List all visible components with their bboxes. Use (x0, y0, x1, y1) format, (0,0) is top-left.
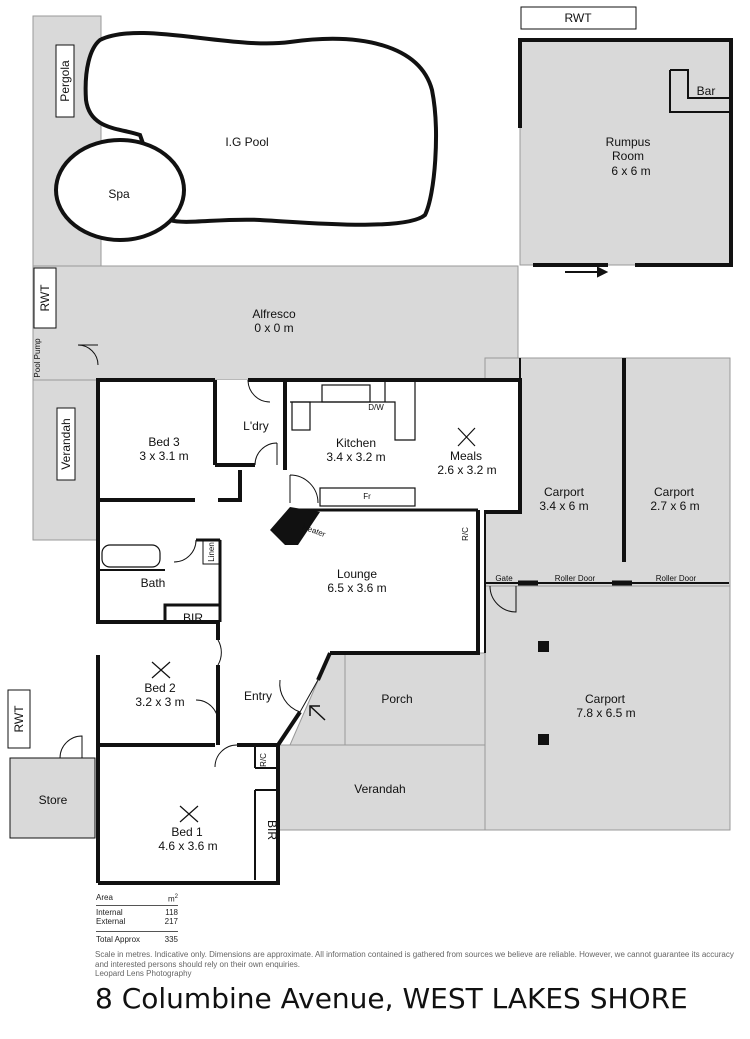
verandah-label-box (56, 407, 76, 481)
carport-walls (484, 358, 729, 653)
property-address: 8 Columbine Avenue, WEST LAKES SHORE (95, 982, 688, 1015)
store-box (9, 757, 96, 839)
area-internal-row: Internal 118 (96, 908, 178, 917)
rumpus-dim-label: 6 x 6 m (611, 164, 650, 178)
porch-area (344, 652, 486, 746)
rwt-store-label: RWT (12, 705, 26, 733)
heater-block (270, 507, 320, 545)
meals-name-label: Meals (450, 449, 482, 463)
bed2-dim-label: 3.2 x 3 m (135, 695, 184, 709)
carport1-name-label: Carport (544, 485, 585, 499)
verandah-front-label: Verandah (354, 782, 405, 796)
external-value: 217 (164, 916, 178, 926)
carport2-name-label: Carport (654, 485, 695, 499)
ceiling-fans (151, 427, 476, 823)
carport-side-area (484, 357, 731, 587)
carport1-dim-label: 3.4 x 6 m (539, 499, 588, 513)
roller-door1-label: Roller Door (555, 574, 596, 583)
spa-label: Spa (108, 187, 130, 201)
area-col-label: Area (96, 893, 113, 902)
porch-label: Porch (381, 692, 412, 706)
fridge-label: Fr (363, 492, 371, 501)
rwt-left-box (33, 267, 57, 329)
house-walls (96, 378, 522, 885)
bir1-label: BIR (183, 611, 203, 625)
bar-label: Bar (697, 84, 716, 98)
linen-label: Linen (207, 542, 216, 562)
linen-box (202, 539, 221, 565)
area-table-header: Area m2 (96, 893, 178, 906)
pergola-label-box (55, 44, 75, 118)
carport3-dim-label: 7.8 x 6.5 m (576, 706, 635, 720)
rwt-store-box (7, 689, 31, 749)
outdoor-areas (9, 15, 731, 839)
rc2-label: R/C (259, 753, 268, 767)
rumpus-name-label: Rumpus (606, 135, 651, 149)
laundry-label: L'dry (243, 419, 269, 433)
pergola-label: Pergola (58, 60, 72, 102)
rwt-left-label: RWT (38, 284, 52, 312)
entry-arrow (309, 705, 326, 721)
rwt-top-label: RWT (564, 11, 592, 25)
bed1-name-label: Bed 1 (171, 825, 203, 839)
rumpus-arrow (565, 266, 609, 278)
alfresco-area (32, 265, 519, 381)
bed3-dim-label: 3 x 3.1 m (139, 449, 188, 463)
store-label: Store (39, 793, 68, 807)
alfresco-dim-label: 0 x 0 m (254, 321, 293, 335)
post-2 (538, 734, 549, 745)
area-col-unit: m2 (168, 893, 178, 904)
rumpus-area (519, 39, 731, 266)
verandah-left-label: Verandah (59, 418, 73, 469)
carport-front-area (484, 585, 731, 831)
roller-door2-label: Roller Door (656, 574, 697, 583)
rwt-top-box (520, 6, 637, 30)
total-value: 335 (164, 934, 178, 944)
kitchen-benches (290, 382, 416, 507)
carport3-name-label: Carport (585, 692, 626, 706)
area-total-row: Total Approx 335 (96, 930, 178, 944)
rc1-label: R/C (461, 527, 470, 541)
internal-value: 118 (165, 907, 178, 917)
kitchen-dim-label: 3.4 x 3.2 m (326, 450, 385, 464)
rumpus-name2-label: Room (612, 149, 644, 163)
bed3-name-label: Bed 3 (148, 435, 180, 449)
area-table: Area m2 Internal 118 External 217 Total … (96, 893, 178, 944)
pool-label: I.G Pool (225, 135, 268, 149)
rumpus-walls (518, 38, 733, 267)
post-1 (538, 641, 549, 652)
alfresco-name-label: Alfresco (252, 307, 296, 321)
disclaimer: Scale in metres. Indicative only. Dimens… (95, 950, 735, 979)
photo-credit: Leopard Lens Photography (95, 969, 192, 978)
kitchen-name-label: Kitchen (336, 436, 376, 450)
area-unit: m (167, 894, 175, 904)
spa-outline (54, 138, 186, 242)
verandah-front-area (277, 744, 486, 831)
disclaimer-text: Scale in metres. Indicative only. Dimens… (95, 950, 734, 969)
carport2-dim-label: 2.7 x 6 m (650, 499, 699, 513)
bed1-dim-label: 4.6 x 3.6 m (158, 839, 217, 853)
internal-label: Internal (96, 907, 123, 917)
entry-label: Entry (244, 689, 272, 703)
area-unit-sup: 2 (174, 894, 178, 900)
meals-dim-label: 2.6 x 3.2 m (437, 463, 496, 477)
lounge-name-label: Lounge (337, 567, 377, 581)
lounge-dim-label: 6.5 x 3.6 m (327, 581, 386, 595)
gate-label: Gate (495, 574, 513, 583)
bir2-label: BIR (265, 820, 279, 840)
bath-label: Bath (141, 576, 166, 590)
area-external-row: External 217 (96, 917, 178, 926)
bath-tub (101, 544, 161, 568)
total-label: Total Approx (96, 934, 141, 944)
door-swings (59, 344, 517, 768)
external-label: External (96, 916, 126, 926)
dw-label: D/W (368, 403, 384, 412)
bed2-name-label: Bed 2 (144, 681, 176, 695)
pool-pump-label: Pool Pump (33, 338, 42, 378)
